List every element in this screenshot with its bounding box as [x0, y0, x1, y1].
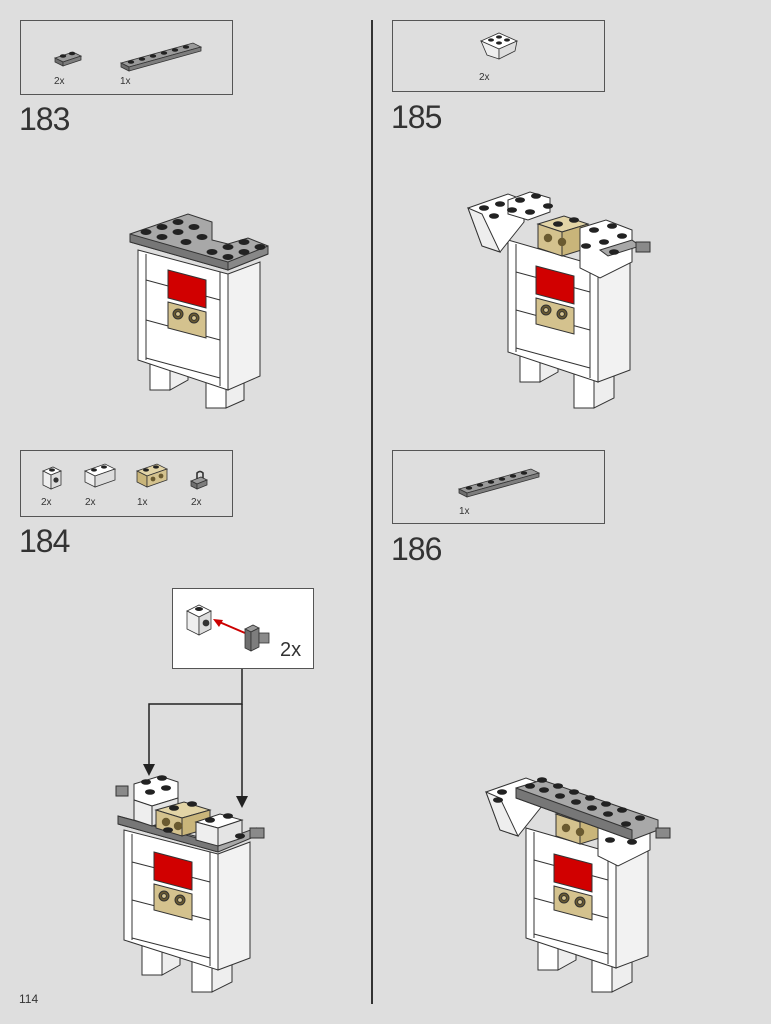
part-qty: 1x — [459, 506, 470, 517]
column-divider — [371, 20, 373, 1004]
sub-assembly-callout: 2x — [172, 588, 314, 669]
step-number: 184 — [19, 523, 70, 559]
step-number: 185 — [391, 99, 442, 135]
part-qty: 1x — [120, 76, 131, 87]
step-183-assembly-illustration — [129, 213, 269, 409]
part-qty: 2x — [479, 72, 490, 83]
gray-1x6-plate-icon — [119, 42, 203, 72]
part-qty: 2x — [85, 497, 96, 508]
part-qty: 2x — [41, 497, 52, 508]
part-qty: 2x — [191, 497, 202, 508]
callout-qty: 2x — [280, 639, 302, 661]
parts-box-step-186: 1x — [392, 450, 605, 524]
gray-1x6-plate-icon — [457, 468, 541, 498]
step-186-assembly-illustration — [485, 777, 671, 993]
attach-clip-illustration — [186, 604, 270, 652]
part-qty: 2x — [54, 76, 65, 87]
parts-box-step-183: 2x 1x — [20, 20, 233, 95]
white-brick-stud-side-icon — [42, 466, 62, 490]
step-185-assembly-illustration — [467, 191, 651, 409]
gray-clip-icon — [190, 470, 208, 490]
step-number: 183 — [19, 101, 70, 137]
tan-1x2-brick-side-studs-icon — [135, 463, 169, 488]
page-number: 114 — [19, 992, 39, 1006]
step-number: 186 — [391, 531, 442, 567]
white-1x2-brick-icon — [83, 463, 117, 488]
parts-box-step-184: 2x 2x 1x 2x — [20, 450, 233, 517]
white-inverted-slope-icon — [480, 32, 518, 60]
step-184-assembly-illustration — [115, 775, 265, 993]
gray-1x2-plate-icon — [53, 51, 83, 67]
part-qty: 1x — [137, 497, 148, 508]
parts-box-step-185: 2x — [392, 20, 605, 92]
